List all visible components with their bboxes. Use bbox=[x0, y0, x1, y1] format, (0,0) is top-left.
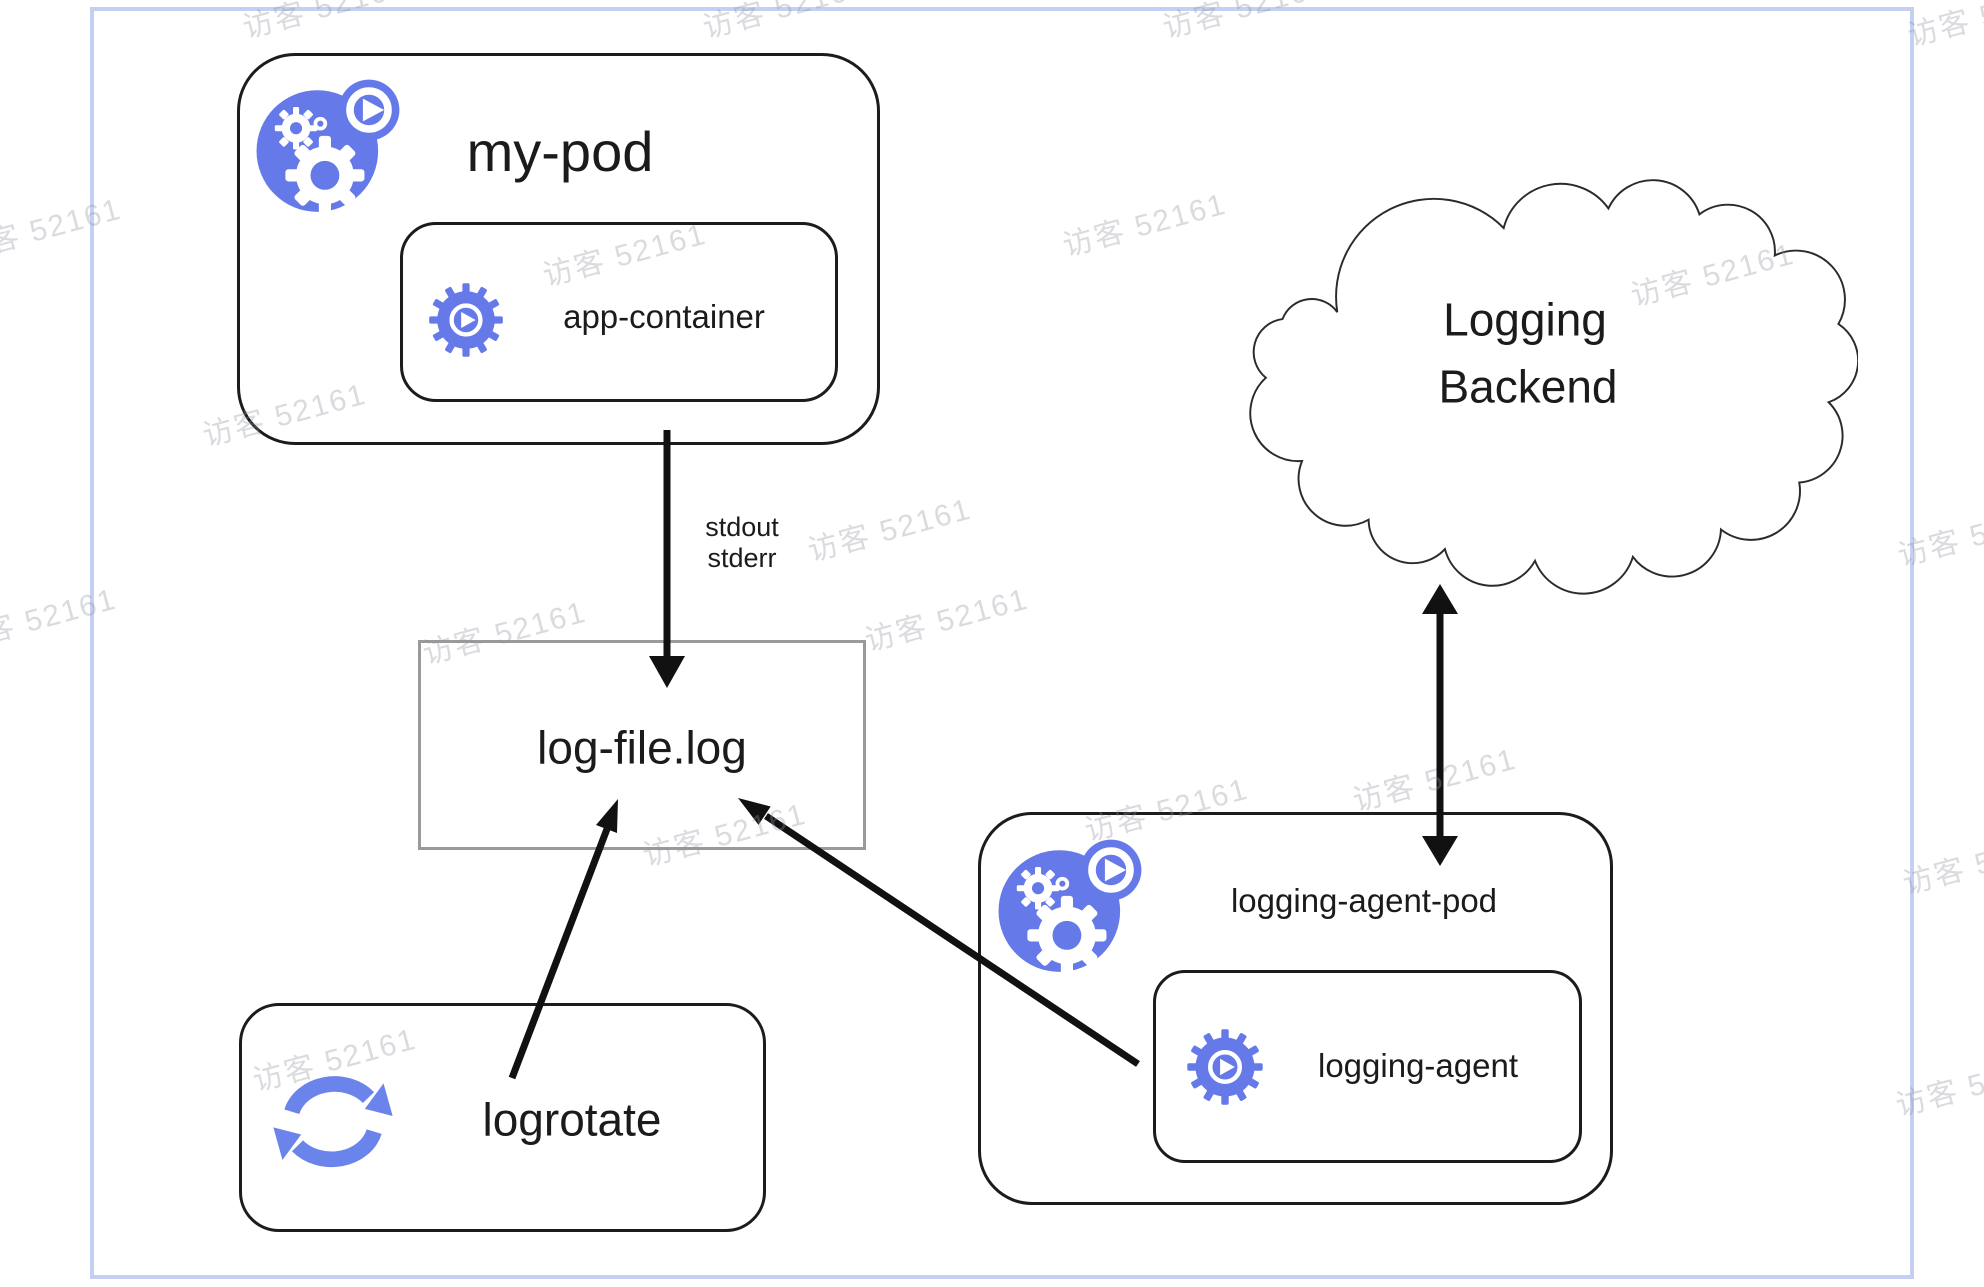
cloud-shape bbox=[1249, 179, 1858, 595]
logrotate-box bbox=[239, 1003, 766, 1232]
diagram-frame bbox=[90, 7, 1914, 1279]
logging-agent-label: logging-agent bbox=[1318, 1047, 1518, 1085]
logrotate-icon bbox=[262, 1052, 404, 1180]
watermark: 访客 52161 bbox=[1904, 0, 1984, 54]
tiny-ring-icon bbox=[313, 116, 328, 131]
container-gear-icon bbox=[1184, 1026, 1266, 1108]
my-pod-label: my-pod bbox=[466, 119, 654, 183]
big-gear-icon bbox=[285, 135, 365, 215]
logging-backend-cloud: Logging Backend bbox=[1212, 138, 1858, 598]
logrotate-label: logrotate bbox=[482, 1093, 662, 1146]
pod-icon bbox=[997, 838, 1149, 978]
logging-agent-pod-label: logging-agent-pod bbox=[1230, 882, 1498, 920]
logging-backend-label-line1: Logging bbox=[1443, 293, 1607, 346]
app-container-label: app-container bbox=[563, 298, 765, 336]
pod-icon bbox=[255, 78, 407, 218]
logging-backend-label-line2: Backend bbox=[1438, 360, 1618, 413]
small-gear-icon bbox=[274, 106, 318, 150]
log-file-label: log-file.log bbox=[537, 721, 747, 774]
container-gear-icon bbox=[426, 280, 506, 360]
stdout-stderr-label: stdout stderr bbox=[705, 511, 779, 573]
